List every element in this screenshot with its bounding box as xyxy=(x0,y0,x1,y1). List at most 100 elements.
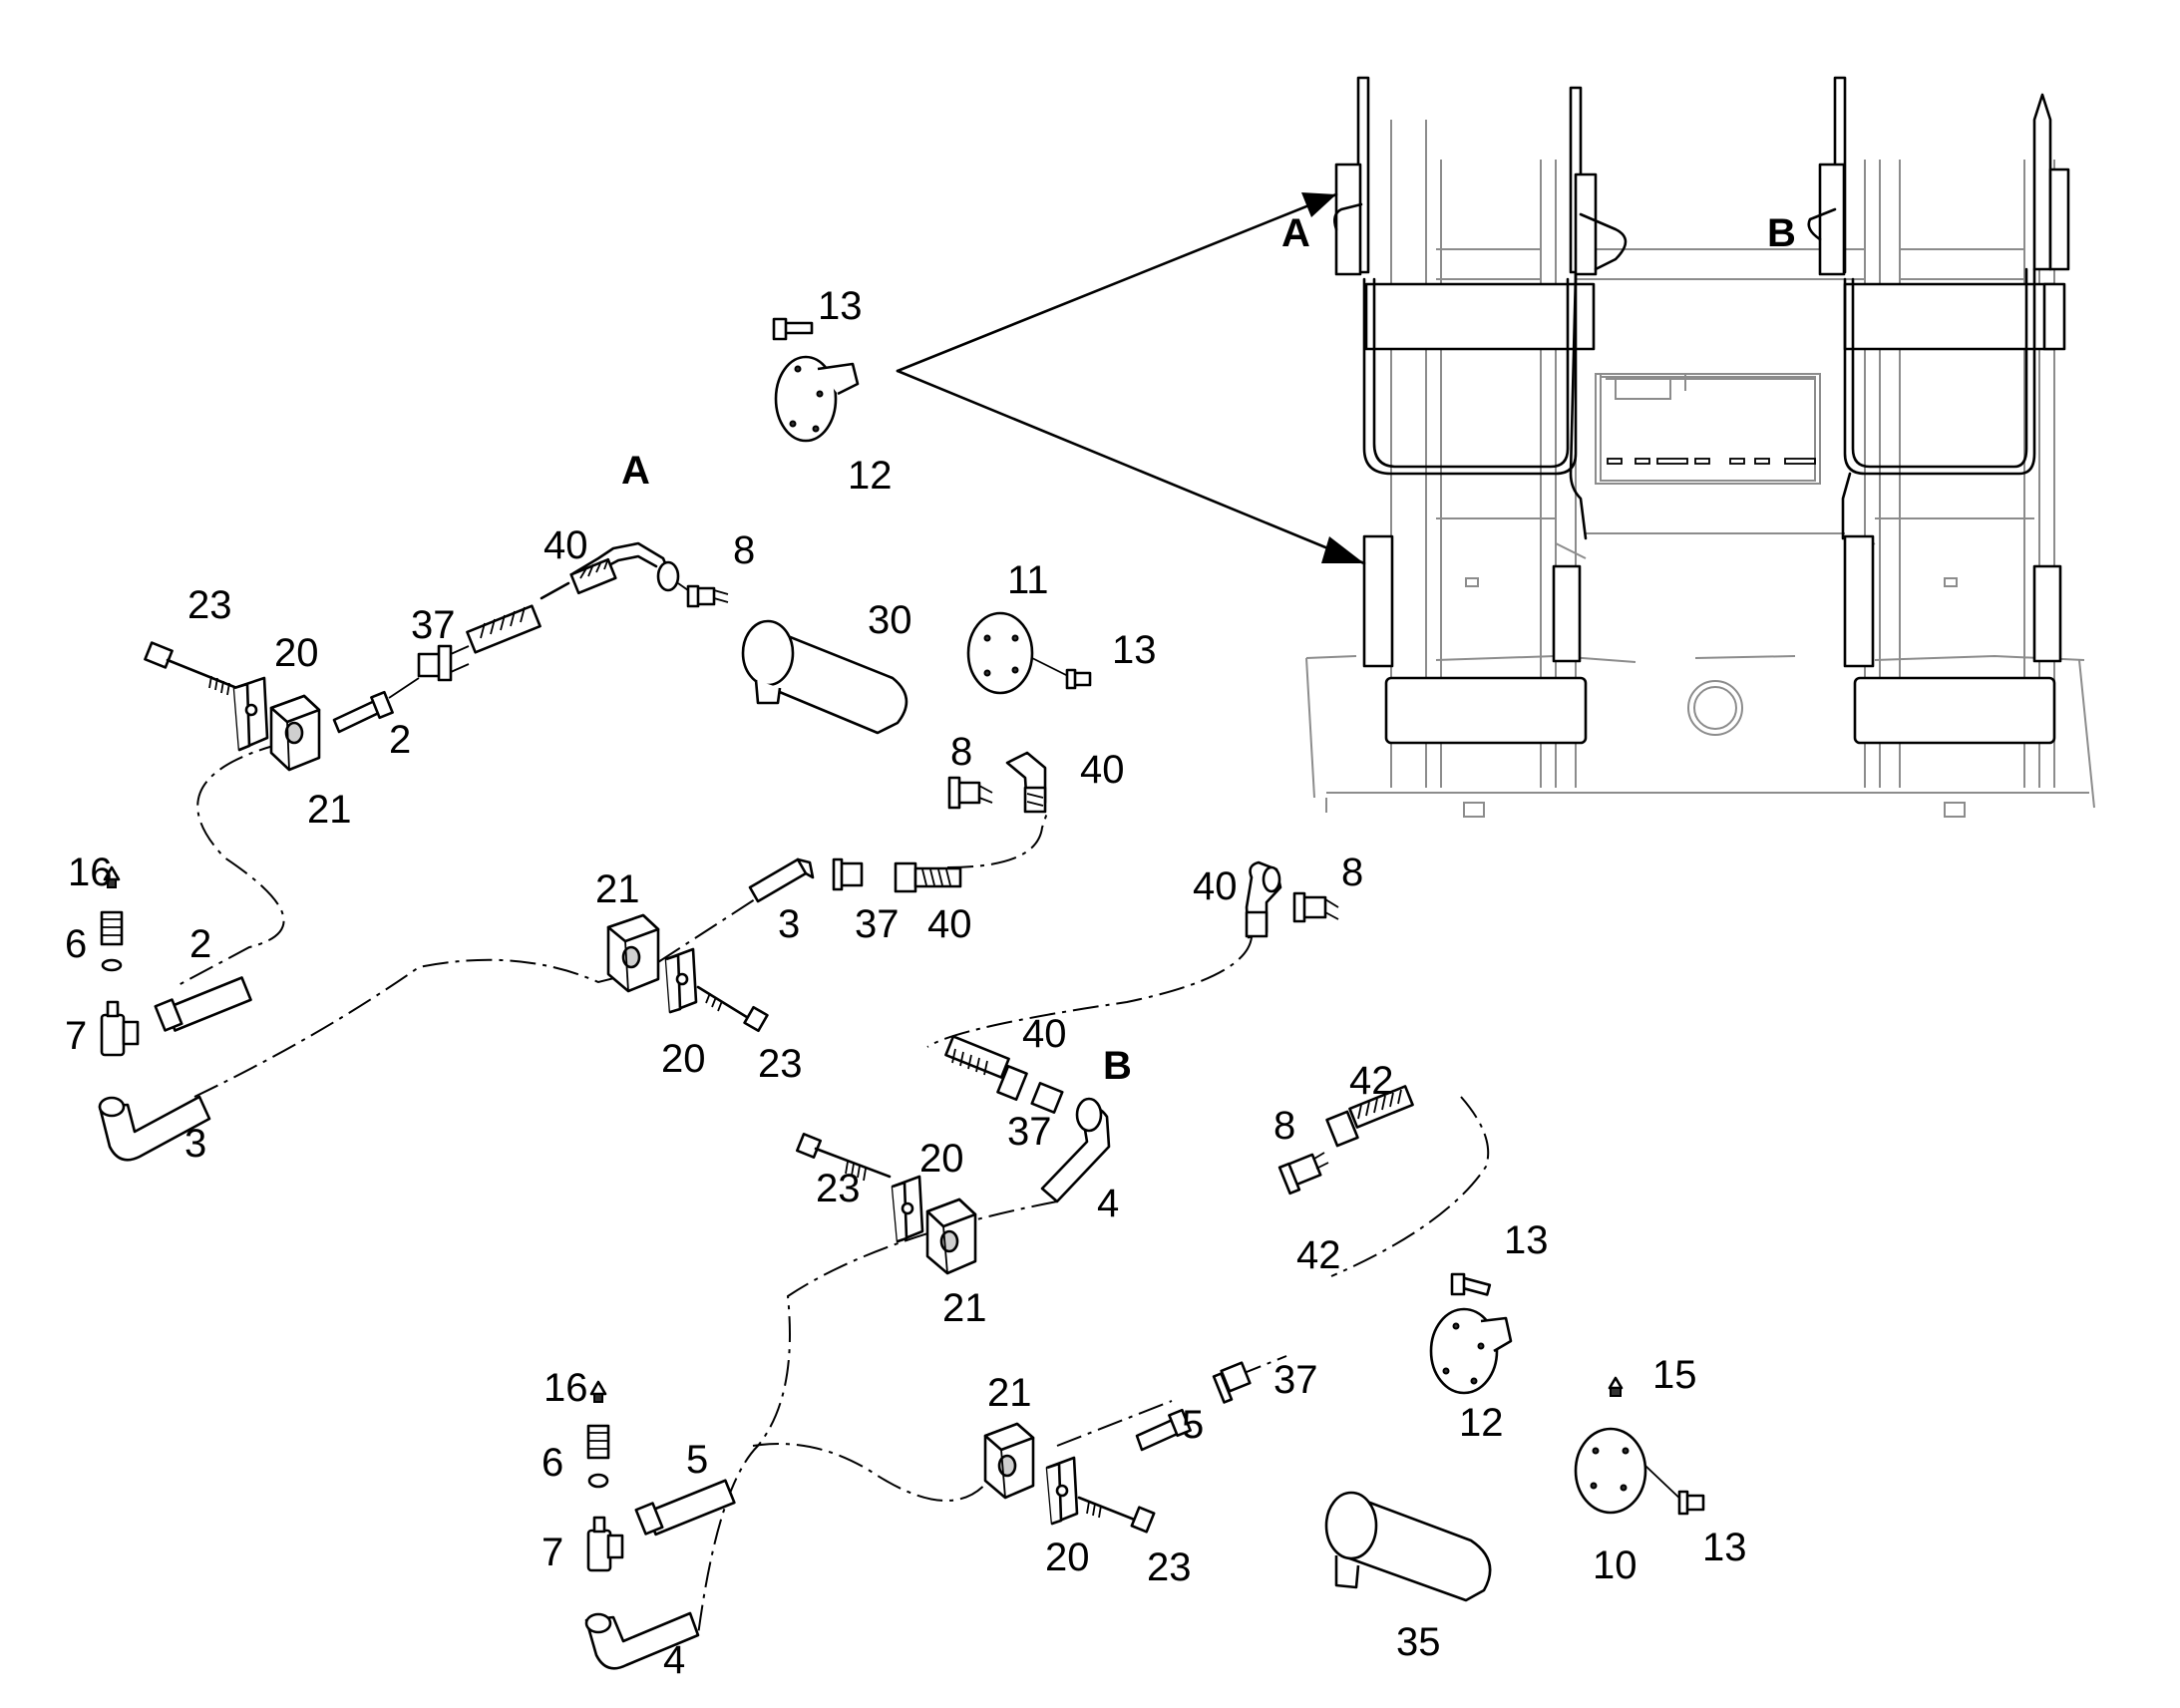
part-callout-label: 4 xyxy=(1097,1182,1119,1225)
cover-plate-11 xyxy=(966,611,1092,695)
tee-assembly-b xyxy=(586,1380,624,1572)
elbow-tube-3-a xyxy=(98,1095,211,1162)
elbow-40-c xyxy=(1245,860,1282,939)
tube-2-a xyxy=(332,690,394,734)
part-callout-label: 23 xyxy=(758,1042,803,1086)
group-a-parts xyxy=(98,317,1092,1162)
clamp-21-d xyxy=(983,1422,1035,1500)
tube-5-b xyxy=(1135,1408,1192,1452)
clamp-20-a xyxy=(232,676,269,752)
part-callout-label: 37 xyxy=(411,603,456,647)
bolt-23-d xyxy=(1077,1496,1156,1534)
hose-sleeve-40-a xyxy=(466,604,542,654)
part-callout-label: 8 xyxy=(733,528,755,572)
adapter-8-top xyxy=(686,584,729,608)
hose-sleeve-42 xyxy=(1325,1085,1414,1148)
clamp-20-c xyxy=(891,1175,924,1243)
part-callout-label: 8 xyxy=(950,730,972,774)
part-callout-label: 40 xyxy=(927,902,972,946)
part-callout-label: 37 xyxy=(1273,1358,1318,1402)
elbow-tube-4-a xyxy=(1040,1097,1111,1203)
clamp-20-b xyxy=(664,947,698,1014)
pin-35 xyxy=(1324,1491,1492,1602)
part-callout-label: 23 xyxy=(816,1167,861,1210)
cover-plate-10 xyxy=(1574,1427,1705,1516)
section-label: A xyxy=(1281,211,1310,255)
part-callout-label: 13 xyxy=(1702,1526,1747,1569)
fitting-37-a xyxy=(417,644,470,682)
adapter-8-d xyxy=(1277,1152,1329,1196)
part-callout-label: 40 xyxy=(1022,1012,1067,1056)
part-callout-label: 20 xyxy=(274,631,319,675)
part-callout-label: 12 xyxy=(1459,1401,1504,1445)
clamp-20-d xyxy=(1045,1456,1079,1526)
part-callout-label: 7 xyxy=(65,1014,87,1058)
part-callout-label: 12 xyxy=(848,454,893,498)
elbow-40-b xyxy=(1005,751,1047,814)
part-callout-label: 40 xyxy=(1193,864,1238,908)
part-callout-label: 21 xyxy=(942,1286,987,1330)
section-labels: A B A B xyxy=(621,211,1796,1088)
part-callout-label: 37 xyxy=(855,902,900,946)
clamp-21-a xyxy=(269,694,321,772)
bolt-13-c xyxy=(1450,1272,1492,1296)
clamp-21-b xyxy=(606,913,660,993)
nipple-15 xyxy=(1608,1376,1624,1397)
part-callout-label: 21 xyxy=(307,788,352,832)
fitting-37-c xyxy=(1030,1082,1064,1114)
part-callout-label: 13 xyxy=(818,284,863,328)
part-callout-label: 16 xyxy=(68,851,113,894)
fitting-37-b xyxy=(832,857,864,891)
section-label: B xyxy=(1103,1044,1132,1088)
part-callout-label: 30 xyxy=(868,598,912,642)
part-callout-label: 23 xyxy=(1147,1545,1192,1589)
fitting-37-d xyxy=(1212,1361,1252,1404)
pin-30 xyxy=(741,619,908,735)
part-callout-label: 23 xyxy=(187,583,232,627)
part-callout-label: 5 xyxy=(686,1438,708,1482)
section-label: A xyxy=(621,449,650,493)
part-callout-label: 5 xyxy=(1182,1403,1204,1447)
part-callout-label: 35 xyxy=(1396,1620,1441,1664)
part-callout-label: 20 xyxy=(919,1137,964,1181)
part-callout-label: 37 xyxy=(1007,1110,1052,1154)
hose-fitting-40-top xyxy=(569,557,617,595)
tube-3-b xyxy=(748,857,815,903)
part-callout-label: 21 xyxy=(595,867,640,911)
part-callout-label: 3 xyxy=(184,1122,206,1166)
bolt-13-top xyxy=(772,317,814,341)
part-callout-label: 42 xyxy=(1296,1233,1341,1277)
part-callout-label: 6 xyxy=(65,922,87,966)
slot-marks xyxy=(1607,458,1816,465)
bolt-23-c xyxy=(795,1132,892,1182)
group-b-parts xyxy=(584,860,1705,1670)
elbow-tube-4-b xyxy=(584,1611,700,1670)
part-callout-label: 42 xyxy=(1349,1059,1394,1103)
part-callout-label: 8 xyxy=(1273,1104,1295,1148)
part-callout-label: 16 xyxy=(544,1366,588,1410)
part-callout-label: 8 xyxy=(1341,851,1363,894)
part-callout-label: 13 xyxy=(1504,1218,1549,1262)
adapter-8-c xyxy=(1292,891,1339,923)
tube-2-b xyxy=(154,976,252,1032)
part-callout-label: 20 xyxy=(661,1037,706,1081)
hose-sleeve-40-b xyxy=(894,861,962,893)
part-callout-label: 13 xyxy=(1112,628,1157,672)
part-callout-label: 10 xyxy=(1593,1543,1637,1587)
part-callout-label: 40 xyxy=(544,523,588,567)
tube-5-a xyxy=(634,1479,736,1537)
part-callout-label: 21 xyxy=(987,1371,1032,1415)
part-callout-label: 11 xyxy=(1007,558,1049,602)
part-callout-label: 15 xyxy=(1652,1353,1697,1397)
clamp-21-c xyxy=(925,1197,977,1275)
tee-assembly-a xyxy=(100,865,140,1057)
part-callout-label: 40 xyxy=(1080,748,1125,792)
part-callout-label: 7 xyxy=(542,1531,563,1574)
machine-overview xyxy=(896,76,2095,818)
hose-sleeve-40-c xyxy=(944,1035,1028,1102)
section-label: B xyxy=(1767,211,1796,255)
part-callout-label: 2 xyxy=(389,718,411,762)
part-callout-label: 3 xyxy=(778,902,800,946)
part-callout-label: 20 xyxy=(1045,1536,1090,1579)
